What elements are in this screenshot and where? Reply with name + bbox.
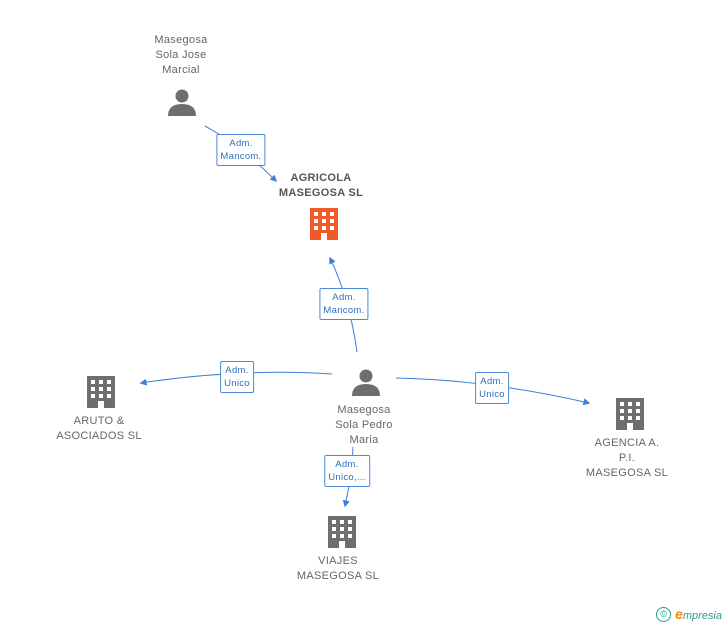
edge-label-pedro-agricola: Adm. Mancom. <box>319 288 369 320</box>
person-icon-pedro[interactable] <box>352 369 380 397</box>
brand-initial: e <box>675 606 683 622</box>
empresia-logo: © empresia <box>656 606 722 622</box>
edge-label-pedro-aruto: Adm. Unico <box>220 361 254 393</box>
node-label-pedro[interactable]: Masegosa Sola Pedro Maria <box>335 404 393 446</box>
node-label-aruto[interactable]: ARUTO & ASOCIADOS SL <box>56 415 142 442</box>
edge-label-jose-agricola: Adm. Mancom. <box>216 134 266 166</box>
copyright-icon: © <box>656 606 672 622</box>
building-icon-agricola[interactable] <box>310 208 338 240</box>
edge-label-pedro-viajes: Adm. Unico,... <box>324 455 370 487</box>
node-label-agencia[interactable]: AGENCIA A. P.I. MASEGOSA SL <box>585 437 669 479</box>
edge-label-pedro-agencia: Adm. Unico <box>475 372 509 404</box>
building-icon-viajes[interactable] <box>328 516 356 548</box>
node-label-jose[interactable]: Masegosa Sola Jose Marcial <box>154 34 208 76</box>
building-icon-aruto[interactable] <box>87 376 115 408</box>
person-icon-jose[interactable] <box>168 89 196 117</box>
node-label-agricola[interactable]: AGRICOLA MASEGOSA SL <box>278 172 364 199</box>
building-icon-agencia[interactable] <box>616 398 644 430</box>
brand-name: mpresia <box>682 610 722 622</box>
node-label-viajes[interactable]: VIAJES MASEGOSA SL <box>296 555 380 582</box>
